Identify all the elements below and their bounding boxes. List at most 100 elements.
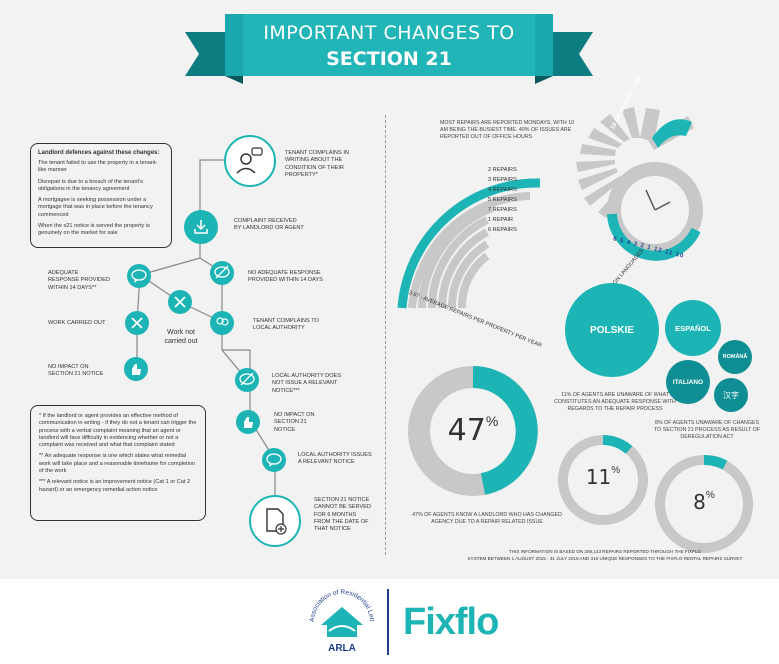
chat-bubble-icon [131,269,147,283]
hour-label: 4 [625,239,632,247]
pct11-sign: % [611,465,621,476]
legend-item: 2 REPAIRS [488,167,517,173]
source-note: THIS INFORMATION IS BASED ON 259,143 REP… [440,549,770,562]
pct47-value: 47% [425,413,521,448]
vertical-divider [385,115,386,555]
complaint-received-label: COMPLAINT RECEIVED BY LANDLORD OR AGENT [234,218,304,232]
legend-item: 1 REPAIR [488,217,514,223]
donut-8 [655,455,753,553]
lang-label: ROMÂNĂ [722,354,748,360]
lang-label: ITALIANO [672,378,704,386]
lang-chinese: 汉字 [714,378,748,412]
no-impact-label-2: NO IMPACT ON SECTION 21 NOTICE [274,412,315,433]
lang-label: ESPAÑOL [675,323,711,333]
tenant-complains-la-node [210,311,234,335]
caption8: 8% OF AGENTS UNAWARE OF CHANGES TO SECTI… [654,420,760,440]
legend-item: 5 REPAIRS [488,197,517,203]
lang-polskie: POLSKIE [565,283,659,377]
no-adequate-response-node [210,261,234,285]
pct8-value: 8% [672,490,736,514]
defence-item: The tenant failed to use the property in… [38,160,158,174]
legend-item: 3 REPAIRS [488,177,517,183]
muted-chat-icon [214,265,230,279]
work-carried-out-node [125,311,149,335]
crossed-tools-icon [174,296,186,308]
person-speech-icon [236,147,263,174]
thumbs-up-icon [244,417,253,428]
no-impact-node-2 [236,410,260,434]
document-add-icon [266,508,287,535]
thumbs-up-icon [132,364,141,375]
pct8-number: 8 [693,490,706,514]
tenant-complains-label: TENANT COMPLAINS IN WRITING ABOUT THE CO… [285,150,349,178]
lang-romana: ROMÂNĂ [718,340,752,374]
clock-chart [576,107,703,261]
repairs-legend: 2 REPAIRS 3 REPAIRS 4 REPAIRS 5 REPAIRS … [488,165,517,235]
repairs-arc-chart [397,178,541,309]
no-adequate-response-label: NO ADEQUATE RESPONSE PROVIDED WITHIN 14 … [248,270,323,284]
donut-47 [408,366,538,496]
la-does-not-issue-label: LOCAL AUTHORITY DOES NOT ISSUE A RELEVAN… [272,373,342,394]
donut-11 [558,435,648,525]
notes-box: * If the landlord or agent provides an e… [30,405,206,521]
people-icon [216,317,229,326]
pct11-value: 11% [570,465,636,489]
defence-item: Disrepair is due to a breach of the tena… [38,178,143,192]
legend-item: 4 REPAIRS [488,187,517,193]
tools-icon [131,317,143,329]
caption11: 11% OF AGENTS ARE UNAWARE OF WHAT CONSTI… [554,392,676,412]
la-issues-label: LOCAL AUTHORITY ISSUES A RELEVANT NOTICE [298,452,372,466]
lang-espanol: ESPAÑOL [665,300,721,356]
lang-label: POLSKIE [590,324,634,336]
arla-logo: Association of Residential Letting Agent… [305,585,375,654]
note-item: * If the landlord or agent provides an e… [39,413,197,449]
arla-text: ARLA [328,643,356,654]
hour-label: 1 [646,244,653,252]
footer: Association of Residential Letting Agent… [0,579,779,664]
legend-item: 7 REPAIRS [488,207,517,213]
defences-box: Landlord defences against these changes:… [30,143,172,248]
title-line-1: IMPORTANT CHANGES TO [263,22,515,44]
inbox-download-icon [194,220,208,234]
note-item: ** An adequate response is one which sta… [39,453,196,475]
adequate-response-node [127,264,151,288]
source-line: SYSTEM BETWEEN 1 AUGUST 2015 - 31 JULY 2… [467,555,743,561]
defence-item: A mortgagee is seeking possession under … [38,197,153,218]
work-not-carried-out-node [168,290,192,314]
note-item: *** A relevant notice is an improvement … [39,479,191,493]
title-banner: IMPORTANT CHANGES TO SECTION 21 [185,6,593,86]
fixflo-logo: Fixflo [403,601,499,643]
la-does-not-issue-node [235,368,259,392]
pct8-sign: % [705,490,715,501]
source-line: THIS INFORMATION IS BASED ON 259,143 REP… [508,549,702,554]
hour-label: 3 [632,241,639,249]
legend-item: 6 REPAIRS [488,227,517,233]
lang-italiano: ITALIANO [666,360,710,404]
work-carried-out-label: WORK CARRIED OUT [48,320,106,326]
tenant-complains-node [224,135,276,187]
hour-label: 5 [619,237,625,245]
adequate-response-label: ADEQUATE RESPONSE PROVIDED WITHIN 14 DAY… [48,270,110,291]
no-impact-label-1: NO IMPACT ON SECTION 21 NOTICE [48,364,104,378]
muted-chat-icon [239,372,255,386]
caption47: 47% OF AGENTS KNOW A LANDLORD WHO HAS CH… [412,512,562,525]
tenant-complains-la-label: TENANT COMPLAINS TO LOCAL AUTHORITY [253,318,319,332]
no-impact-node-1 [124,357,148,381]
repairs-intro: MOST REPAIRS ARE REPORTED MONDAYS, WITH … [440,120,575,140]
defence-item: When the s21 notice is served the proper… [38,223,150,237]
la-issues-node [262,448,286,472]
pct11-number: 11 [585,465,612,489]
defences-heading: Landlord defences against these changes: [38,150,160,156]
hour-label: 6 [612,236,619,244]
title-line-2: SECTION 21 [326,48,452,70]
pct47-number: 47 [447,413,486,448]
chat-bubble-icon [266,453,282,467]
pct47-sign: % [485,413,499,429]
banner-ribbon [185,14,593,84]
footer-divider [387,589,389,655]
work-not-carried-out-label: Work not carried out [164,329,198,345]
s21-cannot-node [249,495,301,547]
complaint-received-node [184,210,218,244]
lang-label: 汉字 [723,390,739,400]
s21-cannot-label: SECTION 21 NOTICE CANNOT BE SERVED FOR 6… [314,497,371,533]
